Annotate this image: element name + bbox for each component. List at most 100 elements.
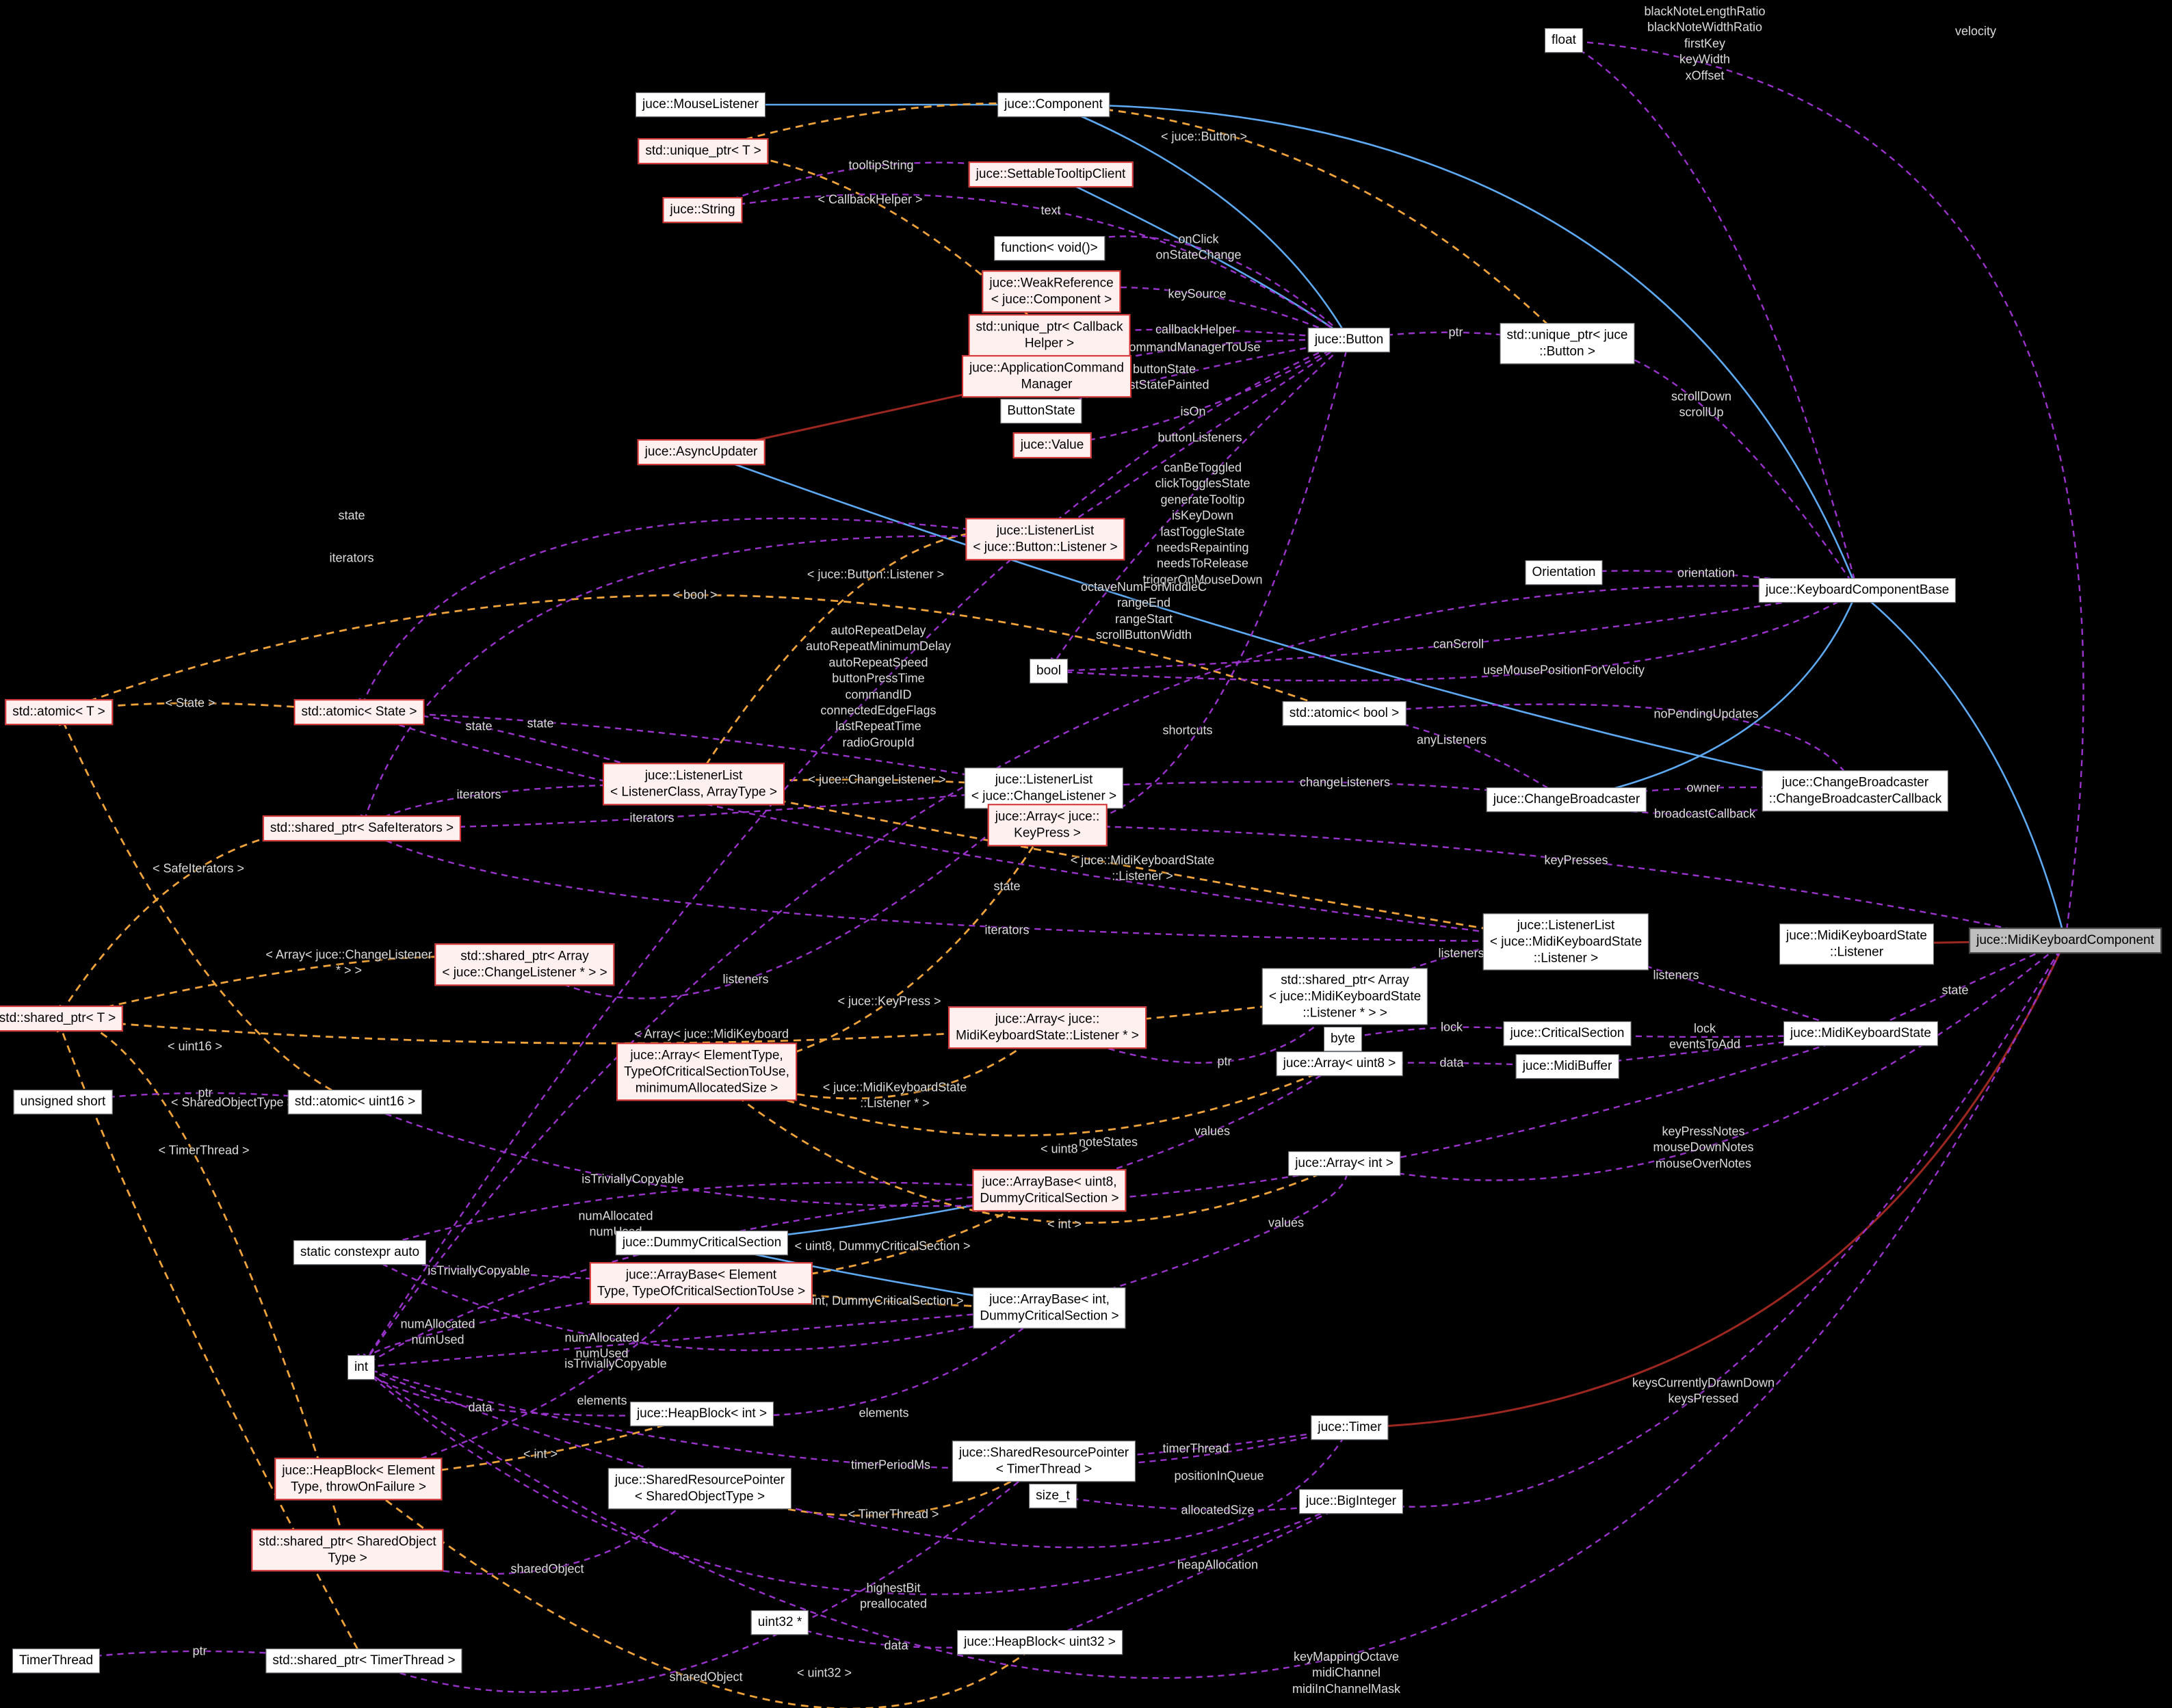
node-ll-change[interactable]: juce::ListenerList < juce::ChangeListene… xyxy=(964,767,1124,809)
node-arraybase-et[interactable]: juce::ArrayBase< Element Type, TypeOfCri… xyxy=(589,1262,813,1304)
edge-label-ll-mks-atomic-state: state xyxy=(993,879,1021,893)
node-atomic-bool[interactable]: std::atomic< bool > xyxy=(1282,701,1406,726)
node-timer-thread[interactable]: TimerThread xyxy=(12,1648,101,1673)
node-function-void[interactable]: function< void()> xyxy=(994,236,1105,261)
edge-label-button-ll-button: buttonListeners xyxy=(1157,430,1242,445)
edge-label-heapblock-uint32-uint32-ptr: data xyxy=(884,1638,908,1653)
edge-label-unique-ptr-button-button: ptr xyxy=(1448,325,1463,339)
node-unique-ptr-t[interactable]: std::unique_ptr< T > xyxy=(638,138,769,164)
node-critical-section[interactable]: juce::CriticalSection xyxy=(1503,1021,1632,1046)
node-atomic-state[interactable]: std::atomic< State > xyxy=(293,699,425,725)
edge-kcb-unique-ptr-button xyxy=(1566,337,1858,591)
edge-label-kcb-float: blackNoteLengthRatio blackNoteWidthRatio… xyxy=(1644,4,1766,83)
node-shared-array-mksl[interactable]: std::shared_ptr< Array < juce::MidiKeybo… xyxy=(1261,968,1428,1025)
edge-heapblock-int-heapblock-et xyxy=(357,1413,703,1484)
edge-ll-button-ll-generic xyxy=(692,530,1046,785)
edge-ll-mks-shared-safeiterators xyxy=(361,827,1567,943)
node-arraybase-uint8[interactable]: juce::ArrayBase< uint8, DummyCriticalSec… xyxy=(972,1169,1127,1211)
node-ll-button[interactable]: juce::ListenerList < juce::Button::Liste… xyxy=(965,518,1125,560)
node-float[interactable]: float xyxy=(1545,28,1583,53)
node-timer[interactable]: juce::Timer xyxy=(1311,1415,1389,1440)
edge-label-mks-atomic-uint16: noteStates xyxy=(1078,1135,1138,1149)
node-bool[interactable]: bool xyxy=(1030,659,1068,683)
edge-mkc-timer xyxy=(1348,940,2067,1433)
edge-label-atomic-state-atomic-t: < State > xyxy=(165,696,215,710)
edge-label-kcb-bool: useMousePositionForVelocity xyxy=(1482,663,1645,677)
node-change-broadcaster[interactable]: juce::ChangeBroadcaster xyxy=(1486,787,1647,812)
node-value[interactable]: juce::Value xyxy=(1012,432,1092,458)
edge-timer-int xyxy=(360,1366,1351,1549)
node-settable-tooltip[interactable]: juce::SettableTooltipClient xyxy=(968,161,1134,187)
node-mouse-listener[interactable]: juce::MouseListener xyxy=(635,92,766,117)
node-array-mksl[interactable]: juce::Array< juce:: MidiKeyboardState::L… xyxy=(948,1006,1147,1049)
node-unique-ptr-button[interactable]: std::unique_ptr< juce ::Button > xyxy=(1500,323,1635,364)
node-arraybase-int[interactable]: juce::ArrayBase< int, DummyCriticalSecti… xyxy=(973,1287,1126,1328)
edge-mkc-array-int xyxy=(1343,940,2066,1181)
node-array-int[interactable]: juce::Array< int > xyxy=(1288,1151,1400,1176)
edge-kcb-component xyxy=(1052,98,1859,591)
node-array-uint8[interactable]: juce::Array< uint8 > xyxy=(1276,1051,1403,1076)
node-big-integer[interactable]: juce::BigInteger xyxy=(1298,1489,1404,1514)
node-uint32-ptr[interactable]: uint32 * xyxy=(750,1610,809,1635)
node-button[interactable]: juce::Button xyxy=(1307,328,1391,352)
edge-label-kcb-unique-ptr-button: scrollDown scrollUp xyxy=(1671,389,1732,419)
node-shared-tt[interactable]: std::shared_ptr< TimerThread > xyxy=(265,1648,462,1673)
node-orientation[interactable]: Orientation xyxy=(1525,560,1603,585)
node-shared-ptr-t[interactable]: std::shared_ptr< T > xyxy=(0,1006,124,1032)
node-string[interactable]: juce::String xyxy=(662,197,743,223)
node-mks[interactable]: juce::MidiKeyboardState xyxy=(1783,1021,1938,1046)
node-srp-sot[interactable]: juce::SharedResourcePointer < SharedObje… xyxy=(607,1468,792,1509)
node-mkc[interactable]: juce::MidiKeyboardComponent xyxy=(1969,928,2162,954)
node-kcb[interactable]: juce::KeyboardComponentBase xyxy=(1758,578,1957,603)
edge-label-arraybase-int-static-constexpr: isTriviallyCopyable xyxy=(564,1356,667,1371)
edge-label-arraybase-int-heapblock-int: elements xyxy=(859,1406,909,1420)
edge-label-ll-generic-shared-safeiterators: iterators xyxy=(456,787,501,802)
node-unsigned-short[interactable]: unsigned short xyxy=(13,1090,113,1114)
node-heapblock-uint32[interactable]: juce::HeapBlock< uint32 > xyxy=(957,1630,1123,1655)
node-weak-reference[interactable]: juce::WeakReference < juce::Component > xyxy=(982,270,1121,313)
node-shared-array-cl[interactable]: std::shared_ptr< Array < juce::ChangeLis… xyxy=(434,943,615,986)
edge-label-button-value: isOn xyxy=(1180,404,1206,419)
node-int[interactable]: int xyxy=(347,1355,376,1380)
edge-mkc-int xyxy=(360,940,2067,1679)
edge-mkc-big-integer xyxy=(1350,940,2067,1510)
node-byte[interactable]: byte xyxy=(1324,1027,1362,1051)
node-shared-safeiterators[interactable]: std::shared_ptr< SafeIterators > xyxy=(262,815,462,841)
node-component[interactable]: juce::Component xyxy=(997,92,1110,117)
node-srp-tt[interactable]: juce::SharedResourcePointer < TimerThrea… xyxy=(952,1441,1136,1482)
node-atomic-t[interactable]: std::atomic< T > xyxy=(5,699,113,725)
node-dummy-cs[interactable]: juce::DummyCriticalSection xyxy=(615,1231,789,1255)
node-button-state[interactable]: ButtonState xyxy=(1000,399,1082,423)
edge-srp-tt-shared-tt xyxy=(363,1460,1045,1693)
edge-timer-int xyxy=(360,1365,1350,1470)
node-ll-generic[interactable]: juce::ListenerList < ListenerClass, Arra… xyxy=(603,763,785,805)
node-shared-sot[interactable]: std::shared_ptr< SharedObject Type > xyxy=(251,1529,444,1571)
node-heapblock-int[interactable]: juce::HeapBlock< int > xyxy=(629,1402,774,1426)
node-heapblock-et[interactable]: juce::HeapBlock< Element Type, throwOnFa… xyxy=(274,1458,443,1500)
node-static-constexpr[interactable]: static constexpr auto xyxy=(293,1240,427,1265)
node-array-keypress[interactable]: juce::Array< juce:: KeyPress > xyxy=(987,804,1108,846)
edge-label-button-int: autoRepeatDelay autoRepeatMinimumDelay a… xyxy=(805,623,952,750)
edge-label-big-integer-heapblock-uint32: heapAllocation xyxy=(1177,1558,1259,1572)
node-ll-mks[interactable]: juce::ListenerList < juce::MidiKeyboardS… xyxy=(1482,913,1649,971)
edge-heapblock-uint32-heapblock-et xyxy=(357,1477,1041,1708)
node-midi-buffer[interactable]: juce::MidiBuffer xyxy=(1515,1054,1619,1079)
edge-shared-tt-shared-ptr-t xyxy=(56,1017,365,1661)
node-atomic-uint16[interactable]: std::atomic< uint16 > xyxy=(287,1090,423,1114)
node-cbc[interactable]: juce::ChangeBroadcaster ::ChangeBroadcas… xyxy=(1762,770,1949,811)
edge-label-cbc-atomic-bool: noPendingUpdates xyxy=(1653,707,1759,721)
node-size-t[interactable]: size_t xyxy=(1029,1484,1077,1508)
edge-label-ll-button-atomic-state: state xyxy=(338,508,365,523)
edge-kcb-int xyxy=(360,585,1858,1369)
node-async-updater[interactable]: juce::AsyncUpdater xyxy=(637,439,766,465)
node-unique-ptr-callback[interactable]: std::unique_ptr< Callback Helper > xyxy=(968,314,1131,356)
edge-arraybase-int-static-constexpr xyxy=(358,1251,1050,1352)
edge-label-arraybase-uint8-arraybase-et: < uint8, DummyCriticalSection > xyxy=(794,1239,971,1253)
edge-label-big-integer-size-t: allocatedSize xyxy=(1181,1503,1255,1517)
edge-label-array-uint8-array-et: < uint8 > xyxy=(1040,1142,1089,1156)
node-array-et[interactable]: juce::Array< ElementType, TypeOfCritical… xyxy=(616,1042,797,1101)
edge-mkc-float xyxy=(1562,36,2084,941)
node-mks-listener[interactable]: juce::MidiKeyboardState ::Listener xyxy=(1779,923,1934,964)
edge-label-mkc-array-int: keyPressNotes mouseDownNotes mouseOverNo… xyxy=(1653,1124,1754,1170)
node-app-command-mgr[interactable]: juce::ApplicationCommand Manager xyxy=(961,355,1132,397)
